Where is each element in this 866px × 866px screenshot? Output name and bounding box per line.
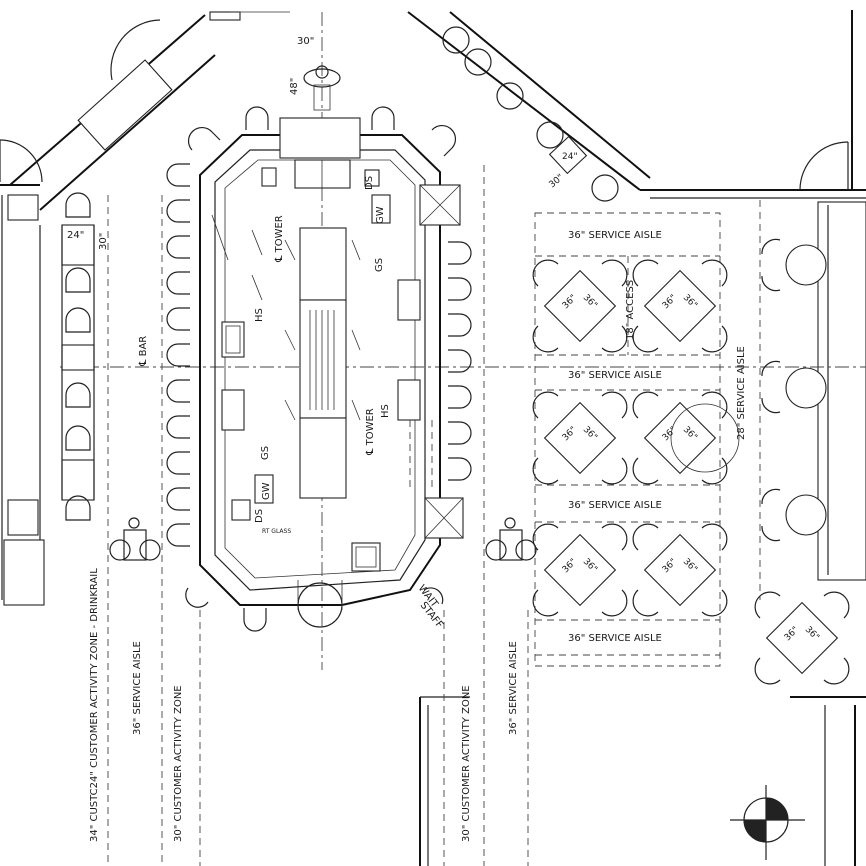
dining-table: 36" 36" [632, 259, 728, 353]
banquette-tables [761, 238, 827, 542]
tower-label-top: ℄ TOWER [274, 215, 285, 263]
dining-table: 36" 36" [532, 391, 628, 485]
zone-drinkrail: 34" CUSTC24" CUSTOMER ACTIVITY ZONE - DR… [89, 568, 100, 842]
zone-aisle-right: 36" SERVICE AISLE [508, 641, 519, 735]
hs-label-left: HS [254, 308, 265, 322]
reference-crosshair-icon [730, 785, 805, 860]
aisle-label-3: 36" SERVICE AISLE [568, 500, 662, 511]
wheelchair-left [109, 517, 161, 561]
access-label: 18" ACCESS [625, 280, 636, 340]
dining-tables: 36" 36" 36" 36" 36" 36" 36" [532, 259, 850, 685]
bar-dim-height: 48" [289, 78, 300, 95]
bar-dim-width: 30" [297, 36, 314, 47]
rail-dim-24: 24" [67, 230, 84, 241]
aisle-label-1: 36" SERVICE AISLE [568, 230, 662, 241]
bar-stools-right [448, 241, 472, 481]
zone-aisle-left: 36" SERVICE AISLE [132, 641, 143, 735]
dining-table: 36" 36" [754, 591, 850, 685]
aisle-label-4: 36" SERVICE AISLE [568, 633, 662, 644]
bar-centerline-label: ℄ BAR [138, 336, 149, 367]
zone-labels: 34" CUSTC24" CUSTOMER ACTIVITY ZONE - DR… [89, 568, 519, 842]
dining-table: 36" 36" [532, 523, 628, 617]
gs-label-bottom: GS [260, 446, 271, 460]
rail-stools [65, 192, 91, 521]
bar-counter: 30" 48" ℄ BAR ℄ TOWER ℄ TOWER GW GW GS G… [138, 36, 464, 631]
side-aisle-label: 28" SERVICE AISLE [736, 346, 747, 440]
dining-labels: 36" SERVICE AISLE 36" SERVICE AISLE 36" … [568, 230, 747, 644]
dining-table: 36" 36" [532, 259, 628, 353]
bar-stools-left [166, 163, 190, 547]
rtg-label: RT GLASS [262, 528, 291, 535]
gw-label-top: GW [375, 206, 386, 224]
dining-table: 36" 36" [632, 523, 728, 617]
zone-cust-right: 30" CUSTOMER ACTIVITY ZONE [461, 685, 472, 842]
corner-dim-24: 24" [562, 152, 578, 162]
bartender-figure-top [303, 65, 341, 111]
bar-stools-top [185, 106, 457, 632]
wheelchair-right [485, 517, 537, 561]
gs-label-top: GS [374, 258, 385, 272]
wall-chairs: 24" 30" [442, 26, 619, 202]
dining-table: 36" 36" [632, 391, 740, 485]
zone-cust-left: 30" CUSTOMER ACTIVITY ZONE [173, 685, 184, 842]
corner-dim-30: 30" [548, 173, 566, 191]
drink-rail: 24" 30" [61, 192, 109, 521]
aisle-label-2: 36" SERVICE AISLE [568, 370, 662, 381]
gw-label-bottom: GW [261, 482, 272, 500]
ds-label-bottom: DS [254, 509, 265, 523]
tower-label-bottom: ℄ TOWER [365, 408, 376, 456]
hs-label-right: HS [380, 404, 391, 418]
rail-dim-30: 30" [98, 233, 109, 250]
ds-label-top: DS [364, 176, 375, 190]
